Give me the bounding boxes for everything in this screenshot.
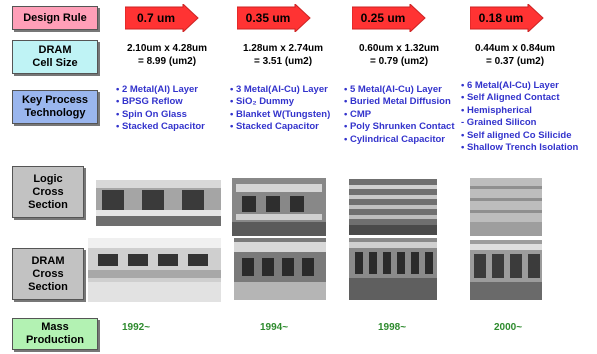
logic-cross-section-image-2 bbox=[349, 179, 437, 235]
process-item: • CMP bbox=[344, 108, 372, 120]
cell-size-0: 2.10um x 4.28um = 8.99 (um2) bbox=[126, 43, 208, 67]
process-item: • Self Aligned Contact bbox=[461, 92, 560, 104]
design-rule-value: 0.35 um bbox=[245, 11, 291, 25]
dram-cross-section-image-2 bbox=[349, 238, 437, 300]
logic-cross-section-image-1 bbox=[232, 178, 326, 236]
process-item: - Grained Silicon bbox=[461, 117, 537, 129]
production-year-1: 1994~ bbox=[260, 322, 289, 333]
dram-cell-size-label: DRAM Cell Size bbox=[12, 40, 98, 74]
design-rule-value: 0.18 um bbox=[478, 11, 524, 25]
process-item: • Blanket W(Tungsten) bbox=[230, 108, 331, 120]
process-item: • 5 Metal(Al-Cu) Layer bbox=[344, 84, 442, 95]
design-rule-arrow-1: 0.35 um bbox=[237, 4, 311, 32]
logic-cross-section-label: Logic Cross Section bbox=[12, 166, 84, 218]
process-list-3: • 6 Metal(Al-Cu) Layer • Self Aligned Co… bbox=[461, 80, 578, 154]
process-item: • Spin On Glass bbox=[116, 108, 187, 120]
process-item: • Buried Metal Diffusion bbox=[344, 96, 451, 108]
mass-production-label: Mass Production bbox=[12, 318, 98, 350]
process-item: • 2 Metal(Al) Layer bbox=[116, 84, 198, 95]
cell-size-3: 0.44um x 0.84um = 0.37 (um2) bbox=[474, 43, 556, 67]
process-item: • Cylindrical Capacitor bbox=[344, 133, 445, 145]
process-item: • 6 Metal(Al-Cu) Layer bbox=[461, 80, 559, 91]
cell-size-1: 1.28um x 2.74um = 3.51 (um2) bbox=[242, 43, 324, 67]
dram-cross-section-image-3 bbox=[470, 240, 542, 300]
process-item: • Self aligned Co Silicide bbox=[461, 129, 572, 141]
process-item: • 3 Metal(Al-Cu) Layer bbox=[230, 84, 328, 95]
logic-cross-section-image-3 bbox=[470, 178, 542, 236]
cell-size-2: 0.60um x 1.32um = 0.79 (um2) bbox=[358, 43, 440, 67]
process-item: • Hemispherical bbox=[461, 104, 532, 116]
process-item: • BPSG Reflow bbox=[116, 96, 183, 108]
process-item: • Poly Shrunken Contact bbox=[344, 121, 455, 133]
key-process-label: Key Process Technology bbox=[12, 90, 98, 124]
process-list-0: • 2 Metal(Al) Layer • BPSG Reflow • Spin… bbox=[116, 84, 205, 134]
process-list-2: • 5 Metal(Al-Cu) Layer • Buried Metal Di… bbox=[344, 84, 454, 146]
process-item: • Shallow Trench Isolation bbox=[461, 142, 579, 154]
production-year-2: 1998~ bbox=[378, 322, 407, 333]
design-rule-value: 0.7 um bbox=[136, 11, 175, 25]
dram-cross-section-image-1 bbox=[234, 238, 326, 300]
logic-cross-section-image-0 bbox=[96, 180, 221, 226]
process-list-1: • 3 Metal(Al-Cu) Layer • SiO₂ Dummy • Bl… bbox=[230, 84, 330, 134]
dram-cross-section-label: DRAM Cross Section bbox=[12, 248, 84, 300]
design-rule-arrow-3: 0.18 um bbox=[470, 4, 544, 32]
dram-cross-section-image-0 bbox=[88, 238, 221, 302]
production-year-0: 1992~ bbox=[122, 322, 151, 333]
design-rule-value: 0.25 um bbox=[360, 11, 406, 25]
process-item: • SiO₂ Dummy bbox=[230, 96, 295, 108]
production-year-3: 2000~ bbox=[494, 322, 523, 333]
process-item: • Stacked Capacitor bbox=[116, 121, 205, 133]
design-rule-arrow-2: 0.25 um bbox=[352, 4, 426, 32]
design-rule-label: Design Rule bbox=[12, 6, 98, 30]
design-rule-arrow-0: 0.7 um bbox=[125, 4, 199, 32]
process-item: • Stacked Capacitor bbox=[230, 121, 319, 133]
